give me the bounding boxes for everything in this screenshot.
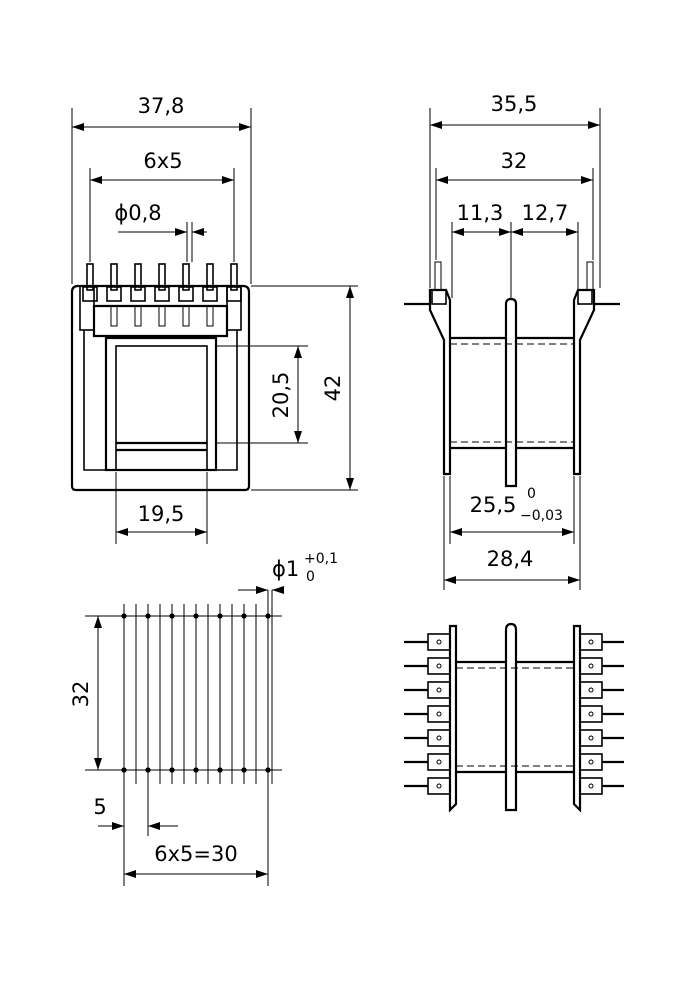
bottom-center-divider xyxy=(504,622,518,812)
front-dim-overall-width: 37,8 xyxy=(138,94,185,118)
pin-2 xyxy=(106,263,122,327)
front-dim-window-height: 20,5 xyxy=(269,372,293,419)
side-dim-core-tol-upper: 0 xyxy=(527,486,536,502)
right-pin-1 xyxy=(579,633,624,651)
left-pin-7 xyxy=(404,777,451,795)
right-pin-5 xyxy=(579,729,624,747)
pin-5 xyxy=(178,263,194,327)
bottom-right-pins xyxy=(579,633,624,795)
pin-4 xyxy=(154,263,170,327)
pcb-layout-view: ϕ1 +0,1 0 32 5 6x5=30 xyxy=(69,551,338,886)
bottom-core xyxy=(456,660,574,774)
side-dim-bobbin-length: 28,4 xyxy=(487,547,534,571)
bottom-right-flange xyxy=(572,624,582,813)
left-pin-3 xyxy=(404,681,451,699)
left-pin-6 xyxy=(404,753,451,771)
side-dimension-lines xyxy=(430,121,600,584)
pin-3 xyxy=(130,263,146,327)
bottom-view xyxy=(404,622,624,813)
pin-7 xyxy=(226,263,242,302)
right-pin-7 xyxy=(579,777,624,795)
side-core xyxy=(450,336,574,450)
left-pin-5 xyxy=(404,729,451,747)
right-pin-6 xyxy=(579,753,624,771)
pcb-dim-hole-tol-lower: 0 xyxy=(306,569,315,585)
right-pin-4 xyxy=(579,705,624,723)
front-dim-window-width: 19,5 xyxy=(138,502,185,526)
pin-6 xyxy=(202,263,218,327)
front-dim-pin-span: 6x5 xyxy=(143,149,182,173)
side-dim-overall-width: 35,5 xyxy=(491,92,538,116)
pin-1 xyxy=(82,263,98,302)
side-dim-right-section: 12,7 xyxy=(522,201,569,225)
pcb-dim-pitch: 5 xyxy=(93,795,106,819)
front-view: 37,8 6x5 ϕ0,8 20,5 42 19,5 xyxy=(70,94,358,544)
pcb-dim-row-spacing: 32 xyxy=(69,681,93,708)
side-center-divider xyxy=(504,297,518,488)
pcb-dim-hole-tol-upper: +0,1 xyxy=(304,551,338,567)
front-core-window xyxy=(104,336,218,472)
pcb-holes xyxy=(121,613,271,773)
pcb-dimension-lines xyxy=(94,586,284,878)
front-dim-pin-diameter: ϕ0,8 xyxy=(114,201,161,225)
side-dim-flange-span: 32 xyxy=(501,149,528,173)
side-dim-core-tol-lower: −0,03 xyxy=(520,508,563,524)
bottom-left-flange xyxy=(448,624,458,813)
pcb-dim-total-pitch: 6x5=30 xyxy=(154,842,237,866)
front-pins xyxy=(82,263,242,327)
front-dim-overall-height: 42 xyxy=(321,375,345,402)
front-bobbin-body xyxy=(70,284,251,492)
right-pin-3 xyxy=(579,681,624,699)
side-left-flange xyxy=(404,261,452,476)
front-dimension-lines xyxy=(72,123,354,536)
right-pin-2 xyxy=(579,657,624,675)
side-view: 35,5 32 11,3 12,7 25,5 0 −0,03 28,4 xyxy=(404,92,620,590)
side-dim-core-length: 25,5 xyxy=(470,493,517,517)
bottom-left-pins xyxy=(404,633,451,795)
left-pin-2 xyxy=(404,657,451,675)
pcb-dim-hole-diameter: ϕ1 xyxy=(272,557,299,581)
pcb-pin-lines xyxy=(123,590,273,886)
side-right-flange xyxy=(572,261,620,476)
left-pin-4 xyxy=(404,705,451,723)
side-dim-left-section: 11,3 xyxy=(457,201,504,225)
left-pin-1 xyxy=(404,633,451,651)
